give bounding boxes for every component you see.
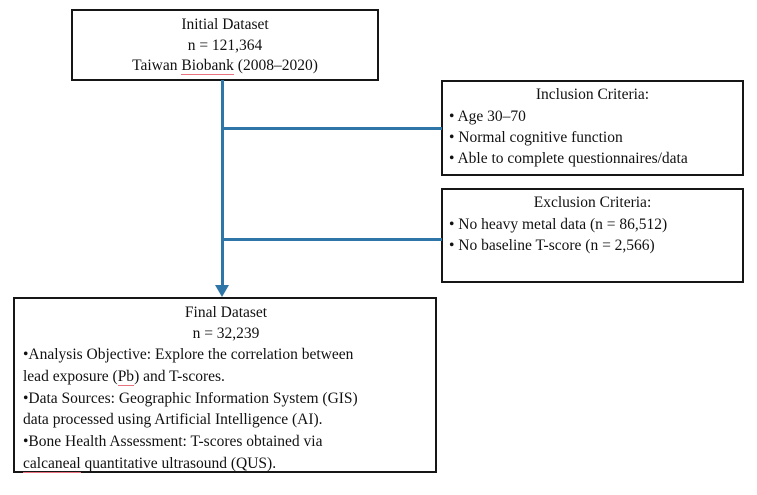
final-dataset-line: calcaneal quantitative ultrasound (QUS). <box>23 453 429 475</box>
final-line-flagged-word: calcaneal <box>23 454 81 473</box>
final-dataset-box: Final Dataset n = 32,239 •Analysis Objec… <box>13 297 437 473</box>
inclusion-criteria-item: • Age 30–70 <box>449 107 526 125</box>
final-dataset-title: Final Dataset <box>184 304 268 321</box>
final-line-pre: lead exposure ( <box>23 367 118 385</box>
initial-dataset-box: Initial Dataset n = 121,364 Taiwan Bioba… <box>71 9 379 81</box>
inclusion-criteria-item: • Able to complete questionnaires/data <box>449 150 688 168</box>
final-line-pre: data processed using Artificial Intellig… <box>23 411 323 429</box>
final-dataset-line: •Bone Health Assessment: T-scores obtain… <box>23 431 429 453</box>
initial-dataset-count: n = 121,364 <box>187 36 263 54</box>
final-dataset-count: n = 32,239 <box>192 324 260 342</box>
main-vertical-connector <box>221 80 224 288</box>
final-dataset-line: lead exposure (Pb) and T-scores. <box>23 366 429 388</box>
final-dataset-line: data processed using Artificial Intellig… <box>23 409 429 431</box>
final-dataset-line: •Data Sources: Geographic Information Sy… <box>23 388 429 410</box>
exclusion-criteria-item: • No heavy metal data (n = 86,512) <box>449 215 668 233</box>
inclusion-criteria-heading: Inclusion Criteria: <box>535 86 650 103</box>
initial-dataset-source: Taiwan Biobank (2008–2020) <box>79 56 371 77</box>
exclusion-criteria-box: Exclusion Criteria: • No heavy metal dat… <box>441 188 744 283</box>
inclusion-criteria-box: Inclusion Criteria: • Age 30–70 • Normal… <box>441 80 744 176</box>
final-dataset-line: •Analysis Objective: Explore the correla… <box>23 344 429 366</box>
final-line-pre: •Analysis Objective: Explore the correla… <box>23 346 354 364</box>
final-line-pre: •Bone Health Assessment: T-scores obtain… <box>23 432 323 450</box>
initial-source-suffix: (2008–2020) <box>233 57 318 75</box>
initial-source-flagged-word: Biobank <box>181 57 234 76</box>
inclusion-branch-connector <box>221 127 442 130</box>
inclusion-criteria-item: • Normal cognitive function <box>449 128 623 146</box>
final-line-post: quantitative ultrasound (QUS). <box>80 454 277 472</box>
final-line-flagged-word: Pb <box>117 367 135 386</box>
final-line-post: ) and T-scores. <box>134 367 225 385</box>
final-line-pre: •Data Sources: Geographic Information Sy… <box>23 389 358 407</box>
initial-dataset-title: Initial Dataset <box>181 16 269 33</box>
arrow-down-icon <box>215 285 229 297</box>
initial-source-prefix: Taiwan <box>132 57 182 75</box>
exclusion-criteria-heading: Exclusion Criteria: <box>533 194 652 211</box>
exclusion-criteria-item: • No baseline T-score (n = 2,566) <box>449 236 655 254</box>
exclusion-branch-connector <box>221 238 442 241</box>
